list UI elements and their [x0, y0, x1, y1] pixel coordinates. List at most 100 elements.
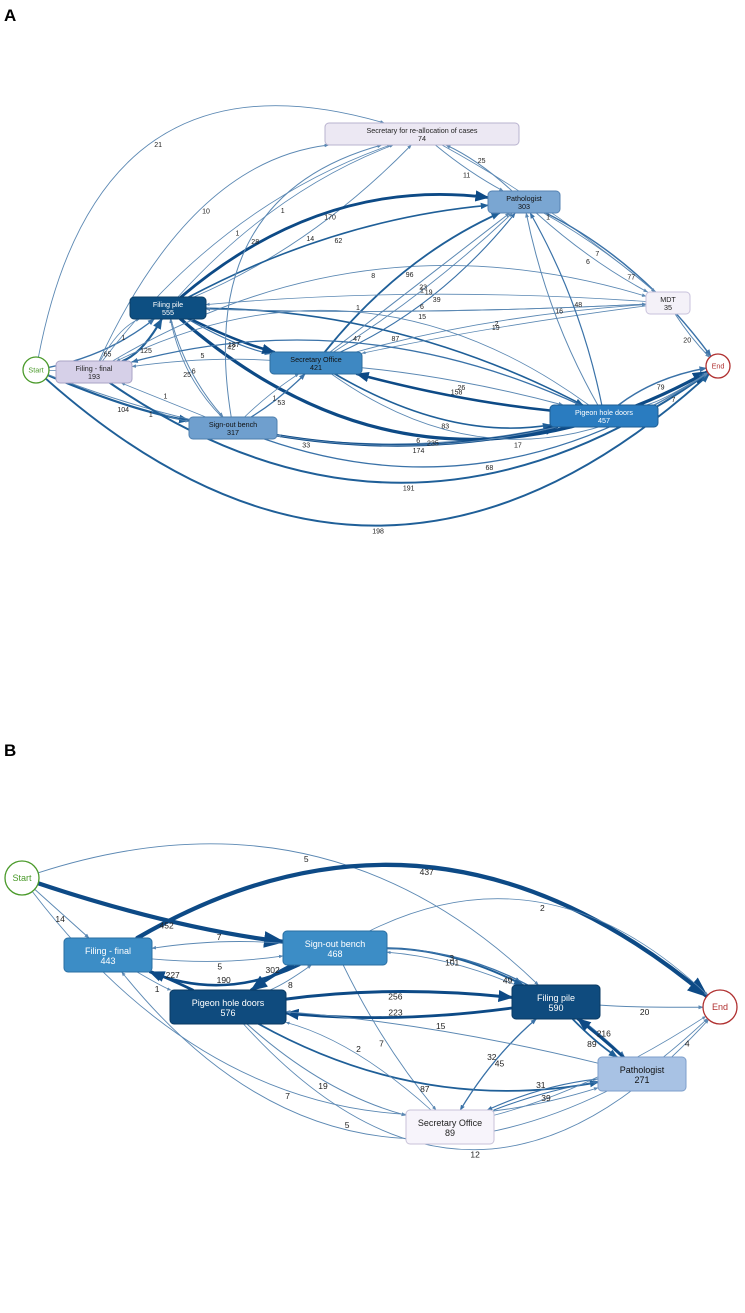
edge-filingfinal-to-secrealloc — [102, 144, 391, 362]
edge-secoffice-to-filingpile — [459, 1018, 537, 1111]
node-name: Pigeon hole doors — [575, 408, 633, 417]
node-shape — [702, 989, 738, 1025]
node-start[interactable]: Start — [4, 860, 40, 896]
node-shape — [4, 860, 40, 896]
edge-label: 19 — [492, 325, 500, 332]
edge-label: 1 — [273, 395, 277, 402]
node-count: 35 — [664, 303, 672, 312]
node-name: Start — [12, 873, 32, 883]
edge-start-to-signout — [36, 881, 286, 948]
edge-signout-to-filingpile — [169, 318, 223, 418]
edge-signout-to-pathologist — [386, 947, 626, 1058]
edge-pigeon-to-secoffice — [246, 1023, 407, 1117]
node-name: Sign-out bench — [305, 939, 366, 949]
edge-label: 101 — [445, 957, 459, 967]
edge-label: 32 — [487, 1052, 497, 1062]
edge-label: 53 — [277, 400, 285, 407]
node-name: Start — [28, 366, 43, 375]
edge-label: 79 — [657, 385, 665, 392]
edge-start-to-secrealloc — [37, 105, 385, 358]
edge-filingpile-to-signout — [386, 950, 516, 986]
panel-letter: A — [4, 6, 17, 25]
node-count: 89 — [445, 1128, 455, 1138]
edge-pathologist-to-end — [663, 1018, 709, 1058]
edge-label: 20 — [683, 338, 691, 345]
edge-filingpile-to-pigeon — [284, 1006, 514, 1020]
node-start[interactable]: Start — [22, 356, 50, 384]
node-shape — [597, 1056, 687, 1092]
node-name: End — [712, 1002, 728, 1012]
edge-filingpile-to-secoffice — [189, 317, 276, 355]
edge-layer — [31, 843, 710, 1151]
edge-label: 26 — [458, 385, 466, 392]
node-end[interactable]: End — [702, 989, 738, 1025]
edge-label: 125 — [140, 348, 152, 355]
edge-secoffice-to-pigeon — [361, 367, 564, 406]
edge-label: 174 — [413, 448, 425, 455]
edge-label: 42 — [227, 345, 235, 352]
node-name: Filing pile — [153, 300, 183, 309]
edge-label: 452 — [160, 921, 174, 931]
node-name: Secretary for re-allocation of cases — [366, 126, 477, 135]
edge-label: 7 — [285, 1091, 290, 1101]
edge-label: 11 — [463, 173, 470, 180]
edge-pathologist-to-secoffice — [486, 1078, 599, 1111]
edge-label: 6 — [416, 438, 420, 445]
edge-secoffice-to-pathologist — [339, 212, 516, 353]
edge-pigeon-to-end — [617, 366, 707, 406]
edge-label: 17 — [514, 442, 522, 449]
node-name: Pathologist — [620, 1065, 665, 1075]
node-name: Pigeon hole doors — [192, 998, 265, 1008]
edge-label: 87 — [420, 1084, 430, 1094]
edge-secoffice-to-pathologist — [333, 212, 513, 353]
node-end[interactable]: End — [705, 353, 731, 379]
edge-pathologist-to-mdt — [543, 212, 656, 293]
edge-pigeon-to-pathologist — [525, 212, 599, 406]
edge-label: 1 — [121, 335, 125, 342]
edge-label: 191 — [403, 486, 415, 493]
node-count: 303 — [518, 202, 530, 211]
edge-filingpile-to-secrealloc — [177, 144, 394, 298]
edge-label: 39 — [541, 1093, 551, 1103]
edge-filingpile-to-pathologist — [571, 1018, 618, 1058]
edge-secoffice-to-pathologist — [323, 212, 501, 353]
edge-label: 2 — [540, 903, 545, 913]
node-count: 555 — [162, 308, 174, 317]
edge-label: 5 — [201, 353, 205, 360]
edge-label: 223 — [388, 1007, 402, 1017]
edge-label: 45 — [495, 1059, 505, 1069]
edge-label: 216 — [597, 1028, 611, 1038]
edge-label: 14 — [306, 236, 314, 243]
edge-pathologist-to-pigeon — [285, 1010, 599, 1064]
edge-secoffice-to-pathologist — [329, 212, 511, 353]
edge-secoffice-to-pigeon — [285, 1021, 432, 1111]
edge-label-layer: 6531042119833235114621704218725871511251… — [57, 142, 692, 536]
node-shape — [55, 360, 133, 384]
node-count: 74 — [418, 134, 426, 143]
node-count: 317 — [227, 428, 239, 437]
edge-label: 15 — [418, 314, 426, 321]
edge-label: 19 — [425, 290, 433, 297]
node-name: MDT — [660, 295, 676, 304]
edge-pigeon-to-pathologist — [257, 1023, 599, 1092]
edge-label: 5 — [217, 961, 222, 971]
node-shape — [169, 989, 287, 1025]
edge-label: 7 — [671, 397, 675, 404]
edge-label: 77 — [627, 275, 635, 282]
